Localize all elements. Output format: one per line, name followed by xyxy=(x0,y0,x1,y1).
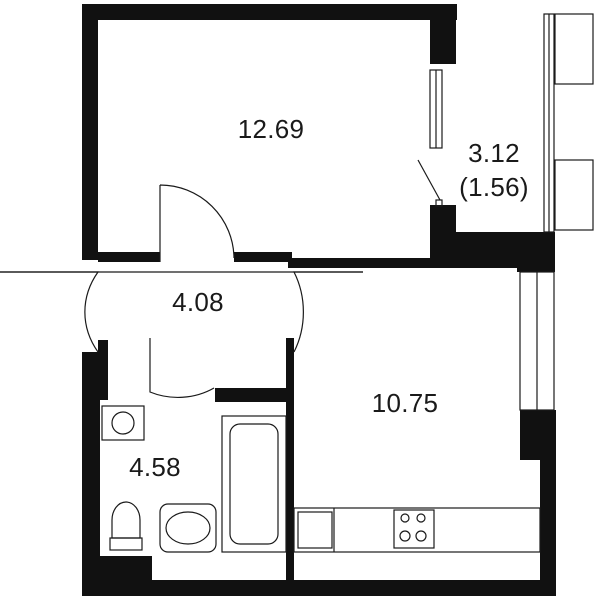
kitchen-stove xyxy=(393,509,435,549)
bedroom-door xyxy=(159,184,235,262)
wall-kitchen-left xyxy=(286,338,294,588)
wall-balcony-bottom xyxy=(440,232,555,262)
fixtures xyxy=(0,13,594,553)
boiler-dial xyxy=(111,411,135,435)
balcony-area: 3.12 xyxy=(468,138,520,168)
bathtub xyxy=(221,415,287,553)
bedroom-area: 12.69 xyxy=(237,114,305,144)
bathroom-door xyxy=(149,338,215,398)
stove-burner-1 xyxy=(400,513,410,523)
toilet xyxy=(111,501,141,539)
wall-bedroom-bottom-right xyxy=(234,252,292,262)
balcony-door-hinge xyxy=(435,199,443,207)
boiler xyxy=(101,405,145,441)
kitchen-sink xyxy=(297,511,333,549)
hallway-area: 4.08 xyxy=(172,287,224,317)
entrance-door-right xyxy=(293,271,363,353)
washbasin-bowl xyxy=(165,511,211,545)
wall-kitchen-top xyxy=(288,258,528,268)
wall-left-upper xyxy=(82,4,98,260)
bathtub-inner xyxy=(229,423,279,545)
bathroom-area: 4.58 xyxy=(129,452,181,482)
balcony-door-leaf xyxy=(417,159,441,201)
stove-burner-2 xyxy=(416,513,426,523)
wall-bedroom-right-upper xyxy=(430,4,456,64)
wall-bottom-notch xyxy=(100,556,152,586)
wall-right-lower xyxy=(540,440,556,596)
stove-burner-3 xyxy=(399,530,411,542)
toilet-tank xyxy=(109,537,143,551)
kitchen-counter xyxy=(293,507,541,553)
wall-bottom xyxy=(82,580,552,596)
wall-kitchen-top-right xyxy=(517,258,555,272)
balcony-window-upper xyxy=(554,13,594,85)
wall-top xyxy=(82,4,457,20)
wall-left-lower xyxy=(82,352,100,592)
washbasin xyxy=(159,503,217,553)
kitchen-area: 10.75 xyxy=(371,388,439,418)
wall-hall-left xyxy=(98,340,108,400)
wall-bedroom-bottom-left xyxy=(98,252,160,262)
stove-burner-4 xyxy=(415,530,427,542)
balcony-window-lower xyxy=(554,159,594,231)
entrance-door-left xyxy=(0,271,100,353)
wall-bathroom-top xyxy=(215,388,293,402)
walls xyxy=(82,4,556,596)
balcony-reduced-area: (1.56) xyxy=(459,172,529,202)
